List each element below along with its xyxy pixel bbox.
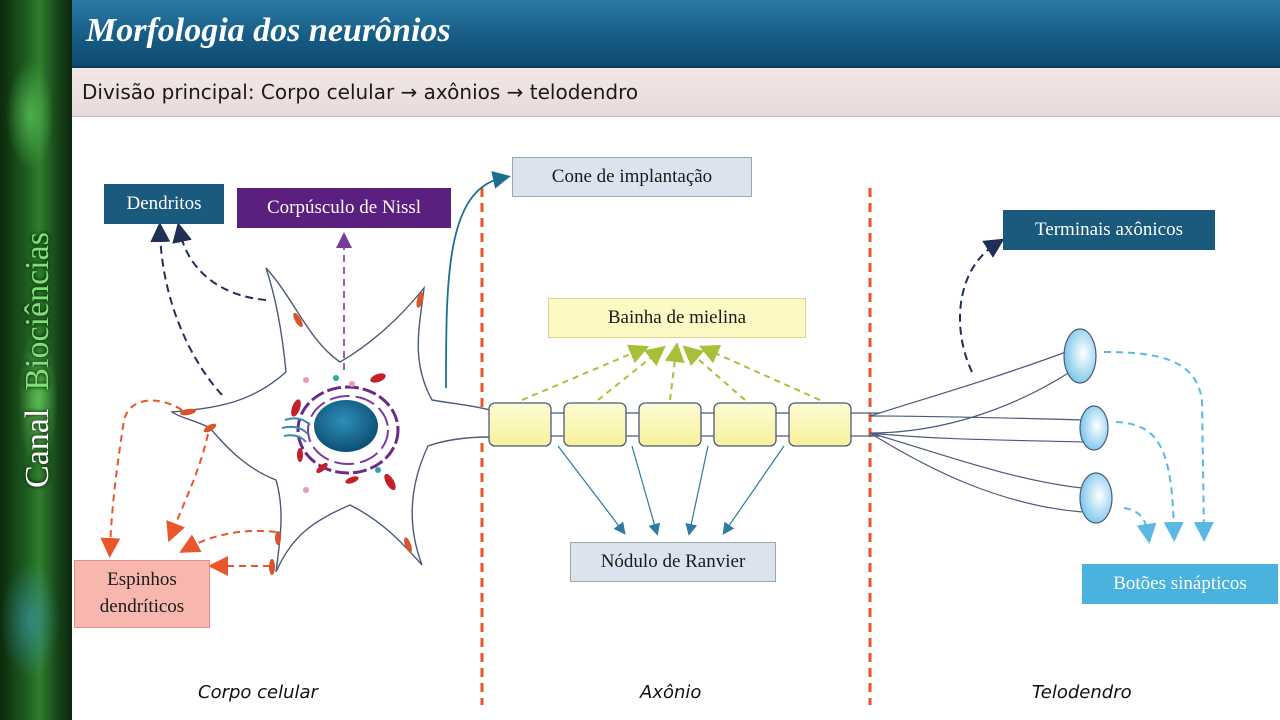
label-terminais-axonicos: Terminais axônicos bbox=[1003, 210, 1215, 250]
nucleus-envelope bbox=[296, 385, 400, 475]
caption-telodendro: Telodendro bbox=[1032, 682, 1132, 703]
caption-corpo-celular: Corpo celular bbox=[198, 682, 318, 703]
label-corpusculo-nissl: Corpúsculo de Nissl bbox=[237, 188, 451, 228]
subtitle: Divisão principal: Corpo celular → axôni… bbox=[82, 80, 639, 104]
synaptic-bouton bbox=[1079, 472, 1113, 524]
label-espinhos-dendriticos: Espinhos dendríticos bbox=[74, 560, 210, 628]
page-title: Morfologia dos neurônios bbox=[86, 12, 451, 49]
myelin-segment bbox=[488, 402, 552, 447]
label-dendritos: Dendritos bbox=[104, 184, 224, 224]
subtitle-bar: Divisão principal: Corpo celular → axôni… bbox=[72, 68, 1280, 117]
label-botoes-sinapticos: Botões sinápticos bbox=[1082, 564, 1278, 604]
myelin-segment bbox=[713, 402, 777, 447]
nucleus bbox=[314, 400, 378, 452]
label-cone-implantacao: Cone de implantação bbox=[512, 157, 752, 197]
synaptic-bouton bbox=[1063, 328, 1097, 384]
myelin-segment bbox=[638, 402, 702, 447]
myelin-segment bbox=[788, 402, 852, 447]
title-bar: Morfologia dos neurônios bbox=[72, 0, 1280, 68]
caption-axonio: Axônio bbox=[640, 682, 702, 703]
myelin-segment bbox=[563, 402, 627, 447]
label-nodulo-ranvier: Nódulo de Ranvier bbox=[570, 542, 776, 582]
sidebar-banner: CanalBiociências bbox=[0, 0, 72, 720]
label-bainha-mielina: Bainha de mielina bbox=[548, 298, 806, 338]
synaptic-bouton bbox=[1079, 405, 1109, 451]
